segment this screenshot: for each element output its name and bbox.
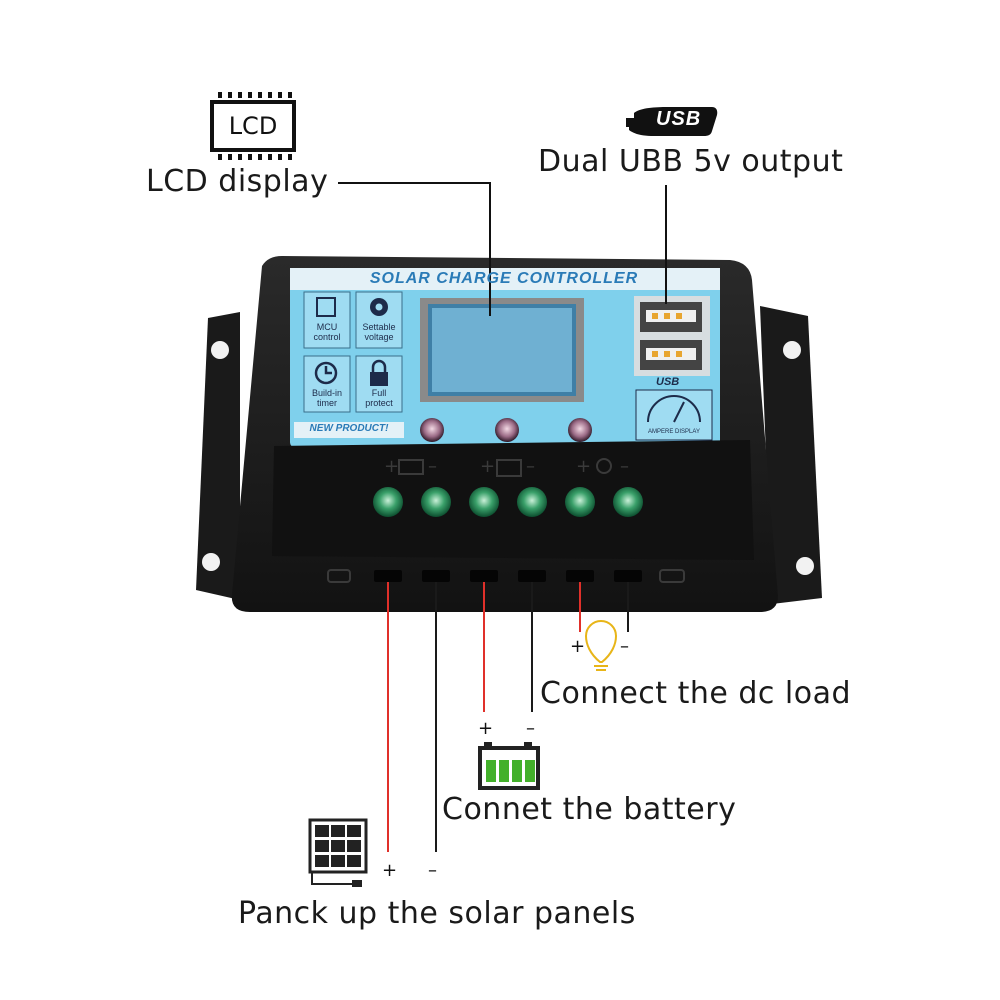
usb-output-label: Dual UBB 5v output	[538, 144, 844, 179]
gear-icon	[370, 298, 388, 316]
solar-minus-sign: –	[428, 860, 437, 881]
battery-minus-sign: –	[526, 718, 535, 739]
lcd-display-label: LCD display	[146, 164, 329, 199]
battery-terminal-minus-mark: –	[526, 456, 535, 477]
clock-icon	[314, 361, 338, 385]
terminal-screws	[373, 487, 643, 517]
right-mounting-flange	[760, 306, 822, 604]
light-bulb-icon	[584, 620, 618, 671]
load-terminal-plus-mark: +	[576, 456, 592, 477]
wires	[387, 582, 629, 852]
feature-build-in-timer: Build-in timer	[311, 388, 342, 408]
feature-mcu-control: MCU control	[313, 322, 341, 342]
battery-plus-sign: +	[478, 718, 494, 739]
lock-icon	[370, 359, 388, 386]
battery-label: Connet the battery	[442, 792, 737, 827]
left-mounting-flange	[196, 312, 240, 600]
ampere-display-label: AMPERE DISPLAY	[648, 429, 700, 435]
chip-icon	[316, 297, 336, 317]
lcd-leader-line	[338, 182, 491, 316]
lcd-chip-icon: LCD	[206, 90, 300, 162]
feature-settable-voltage: Settable voltage	[362, 322, 396, 342]
new-product-badge: NEW PRODUCT!	[309, 423, 389, 434]
load-plus-sign: +	[570, 636, 586, 657]
controller-title: SOLAR CHARGE CONTROLLER	[369, 270, 639, 287]
battery-icon	[478, 742, 540, 790]
solar-label: Panck up the solar panels	[238, 896, 636, 931]
usb-plug-icon: USB	[622, 104, 718, 138]
solar-terminal-plus-mark: +	[384, 456, 400, 477]
solar-plus-sign: +	[382, 860, 398, 881]
solar-terminal-minus-mark: –	[428, 456, 437, 477]
load-terminal-minus-mark: –	[620, 456, 629, 477]
load-minus-sign: –	[620, 636, 629, 657]
battery-terminal-plus-mark: +	[480, 456, 496, 477]
lcd-icon-text: LCD	[228, 112, 278, 140]
usb-icon-text: USB	[656, 108, 702, 130]
feature-full-protect: Full protect	[365, 388, 393, 408]
solar-panel-icon	[308, 818, 368, 887]
dc-load-label: Connect the dc load	[540, 676, 852, 711]
controller-usb-logo: USB	[656, 376, 680, 388]
